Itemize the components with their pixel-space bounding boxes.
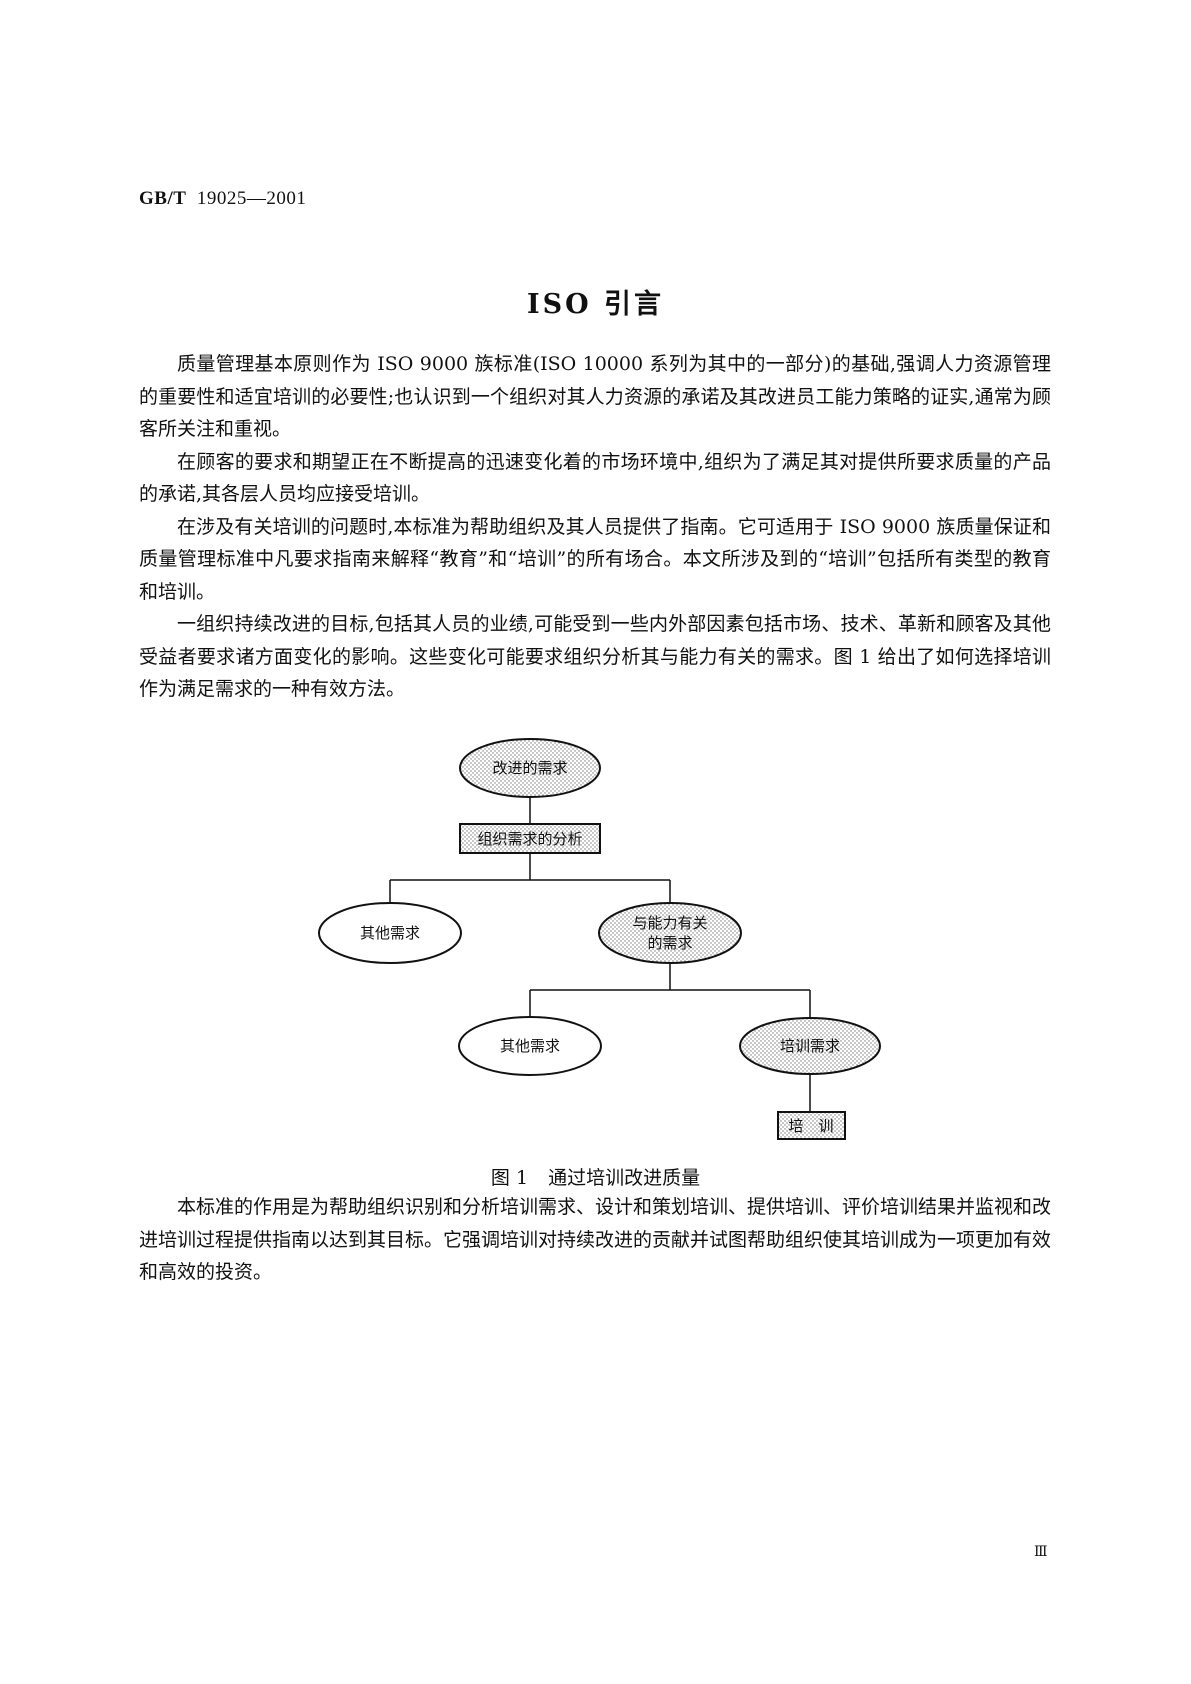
node-org-needs-analysis: 组织需求的分析 xyxy=(459,823,601,854)
intro-text-before-figure: 质量管理基本原则作为 ISO 9000 族标准(ISO 10000 系列为其中的… xyxy=(139,348,1051,706)
figure-caption-label: 图 1 xyxy=(490,1167,529,1189)
node-competence-needs: 与能力有关 的需求 xyxy=(598,902,742,964)
node-other-needs-1-label: 其他需求 xyxy=(360,924,420,942)
node-competence-needs-label-line1: 与能力有关 xyxy=(632,914,707,932)
node-other-needs-2-label: 其他需求 xyxy=(500,1037,560,1055)
figure-caption: 图 1 通过培训改进质量 xyxy=(0,1163,1191,1190)
node-training-needs: 培训需求 xyxy=(739,1017,881,1075)
node-improvement-need-label: 改进的需求 xyxy=(492,759,567,777)
standard-number: 19025—2001 xyxy=(196,188,307,209)
node-competence-needs-label-line2: 的需求 xyxy=(647,934,692,952)
node-org-needs-analysis-label: 组织需求的分析 xyxy=(477,830,582,848)
page-title: ISO 引言 xyxy=(526,289,665,320)
text-after-figure: 本标准的作用是为帮助组织识别和分析培训需求、设计和策划培训、提供培训、评价培训结… xyxy=(139,1191,1051,1289)
paragraph: 在顾客的要求和期望正在不断提高的迅速变化着的市场环境中,组织为了满足其对提供所要… xyxy=(139,450,1051,506)
standard-code: GB/T 19025—2001 xyxy=(139,188,306,210)
node-other-needs-2: 其他需求 xyxy=(458,1016,602,1076)
standard-prefix: GB/T xyxy=(139,188,187,209)
connector-lines xyxy=(389,797,811,1112)
paragraph: 本标准的作用是为帮助组织识别和分析培训需求、设计和策划培训、提供培训、评价培训结… xyxy=(139,1196,1052,1283)
paragraph: 在涉及有关培训的问题时,本标准为帮助组织及其人员提供了指南。它可适用于 ISO … xyxy=(139,515,1051,603)
node-training-needs-label: 培训需求 xyxy=(780,1037,840,1055)
node-improvement-need: 改进的需求 xyxy=(459,738,601,798)
paragraph: 一组织持续改进的目标,包括其人员的业绩,可能受到一些内外部因素包括市场、技术、革… xyxy=(139,613,1051,700)
node-training: 培 训 xyxy=(777,1111,846,1140)
figure-caption-title: 通过培训改进质量 xyxy=(548,1167,701,1189)
page-number: Ⅲ xyxy=(1034,1544,1048,1560)
node-other-needs-1: 其他需求 xyxy=(318,902,462,964)
node-training-label: 培 训 xyxy=(788,1117,833,1135)
paragraph: 质量管理基本原则作为 ISO 9000 族标准(ISO 10000 系列为其中的… xyxy=(139,353,1051,440)
